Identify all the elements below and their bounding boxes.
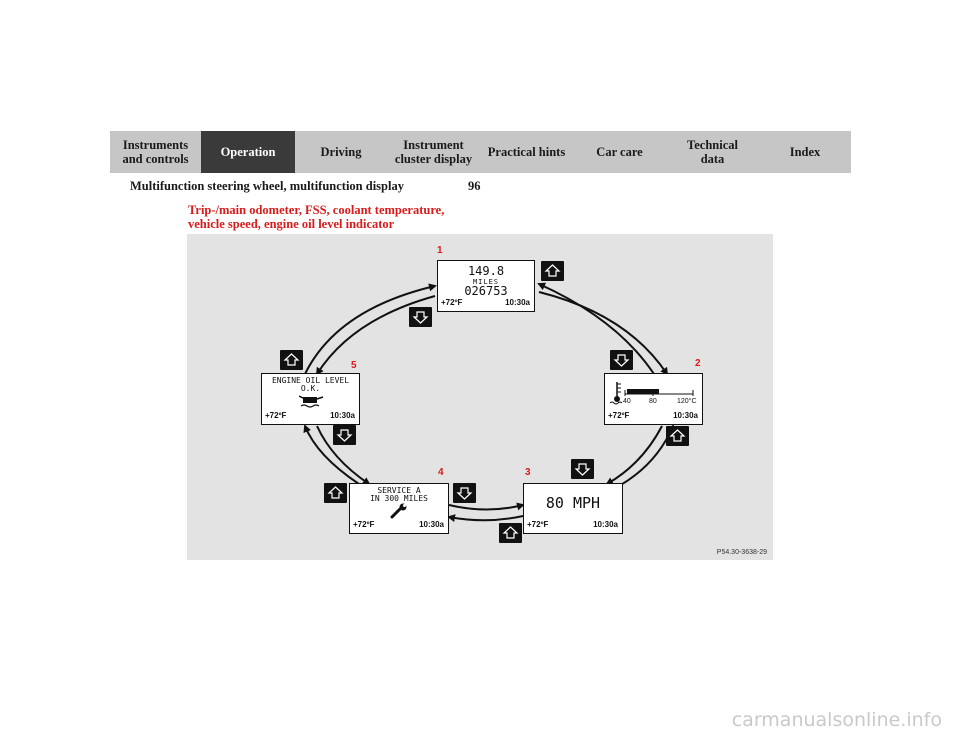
coolant-level-bar xyxy=(627,389,659,394)
button-up-icon xyxy=(541,261,564,281)
outside-temperature: +72ºF xyxy=(527,520,549,529)
button-down-icon xyxy=(409,307,432,327)
lcd-vehicle-speed: 80 MPH +72ºF 10:30a xyxy=(523,483,623,534)
clock-time: 10:30a xyxy=(593,520,618,529)
lcd-footer: +72ºF 10:30a xyxy=(441,298,530,309)
outside-temperature: +72ºF xyxy=(353,520,375,529)
main-odometer-value: 026753 xyxy=(464,284,508,298)
subheading-line-1: Trip-/main odometer, FSS, coolant temper… xyxy=(188,203,445,217)
subheading: Trip-/main odometer, FSS, coolant temper… xyxy=(188,203,488,231)
page-number: 96 xyxy=(468,179,481,193)
button-down-icon xyxy=(571,459,594,479)
chapter-nav: Instruments and controls Operation Drivi… xyxy=(110,131,851,173)
outside-temperature: +72ºF xyxy=(441,298,463,307)
oil-line-1: ENGINE OIL LEVEL xyxy=(271,376,350,385)
arrow-3-to-2 xyxy=(618,424,675,487)
arrow-5-to-4 xyxy=(316,425,371,486)
arrow-4-to-5 xyxy=(303,424,360,485)
vehicle-speed-value: 80 MPH xyxy=(545,494,601,512)
arrow-1-to-2 xyxy=(538,291,669,376)
marker-1: 1 xyxy=(437,245,443,256)
lcd-odometer: 149.8 MILES 026753 +72ºF 10:30a xyxy=(437,260,535,312)
lcd-footer: +72ºF 10:30a xyxy=(265,411,355,422)
coolant-scale-min: 40 xyxy=(623,398,631,405)
clock-time: 10:30a xyxy=(419,520,444,529)
arrow-5-to-1 xyxy=(304,283,437,375)
button-up-icon xyxy=(324,483,347,503)
outside-temperature: +72ºF xyxy=(265,411,287,420)
lcd-footer: +72ºF 10:30a xyxy=(608,411,698,422)
display-cycle-illustration: 149.8 MILES 026753 +72ºF 10:30a 40 80 xyxy=(187,234,773,560)
oil-level-icon xyxy=(299,395,324,408)
coolant-gauge xyxy=(609,382,694,405)
arrow-3-to-4 xyxy=(447,514,524,523)
button-up-icon xyxy=(666,426,689,446)
button-up-icon xyxy=(280,350,303,370)
coolant-scale-mid: 80 xyxy=(649,398,657,405)
tab-operation[interactable]: Operation xyxy=(201,131,295,173)
service-line-1: SERVICE A xyxy=(377,486,421,495)
outside-temperature: +72ºF xyxy=(608,411,630,420)
arrow-4-to-3 xyxy=(448,502,525,511)
coolant-thermometer-icon xyxy=(609,382,623,405)
tab-instrument-cluster-display[interactable]: Instrument cluster display xyxy=(387,131,480,173)
clock-time: 10:30a xyxy=(673,411,698,420)
arrow-1-to-5 xyxy=(315,295,436,376)
tab-technical-data[interactable]: Technical data xyxy=(666,131,759,173)
button-up-icon xyxy=(499,523,522,543)
tab-practical-hints[interactable]: Practical hints xyxy=(480,131,573,173)
tab-car-care[interactable]: Car care xyxy=(573,131,666,173)
lcd-footer: +72ºF 10:30a xyxy=(527,520,618,531)
clock-time: 10:30a xyxy=(505,298,530,307)
arrow-2-to-3 xyxy=(605,425,663,485)
tab-instruments-and-controls[interactable]: Instruments and controls xyxy=(110,131,201,173)
lcd-coolant-temperature: 40 80 120°C +72ºF 10:30a xyxy=(604,373,703,425)
wrench-icon xyxy=(390,503,407,519)
marker-5: 5 xyxy=(351,360,357,371)
watermark: carmanualsonline.info xyxy=(731,709,942,731)
lcd-service-indicator: SERVICE A IN 300 MILES +72ºF 10:30a xyxy=(349,483,449,534)
marker-2: 2 xyxy=(695,358,701,369)
oil-line-2: O.K. xyxy=(300,384,321,393)
trip-odometer-value: 149.8 xyxy=(467,264,505,278)
lcd-engine-oil-level: ENGINE OIL LEVEL O.K. +72ºF 10:30a xyxy=(261,373,360,425)
figure-part-code: P54.30-3638-29 xyxy=(716,549,767,556)
clock-time: 10:30a xyxy=(330,411,355,420)
arrow-2-to-1 xyxy=(537,282,655,375)
cycle-arrows xyxy=(303,282,675,523)
subheading-line-2: vehicle speed, engine oil level indicato… xyxy=(188,217,395,231)
service-line-2: IN 300 MILES xyxy=(370,494,428,503)
odometer-unit: MILES xyxy=(472,278,500,286)
button-down-icon xyxy=(610,350,633,370)
button-down-icon xyxy=(453,483,476,503)
lcd-footer: +72ºF 10:30a xyxy=(353,520,444,531)
tab-index[interactable]: Index xyxy=(759,131,851,173)
button-down-icon xyxy=(333,425,356,445)
coolant-scale-max: 120°C xyxy=(677,398,697,405)
tab-driving[interactable]: Driving xyxy=(295,131,387,173)
marker-4: 4 xyxy=(438,467,444,478)
marker-3: 3 xyxy=(525,467,531,478)
section-title: Multifunction steering wheel, multifunct… xyxy=(130,179,404,193)
